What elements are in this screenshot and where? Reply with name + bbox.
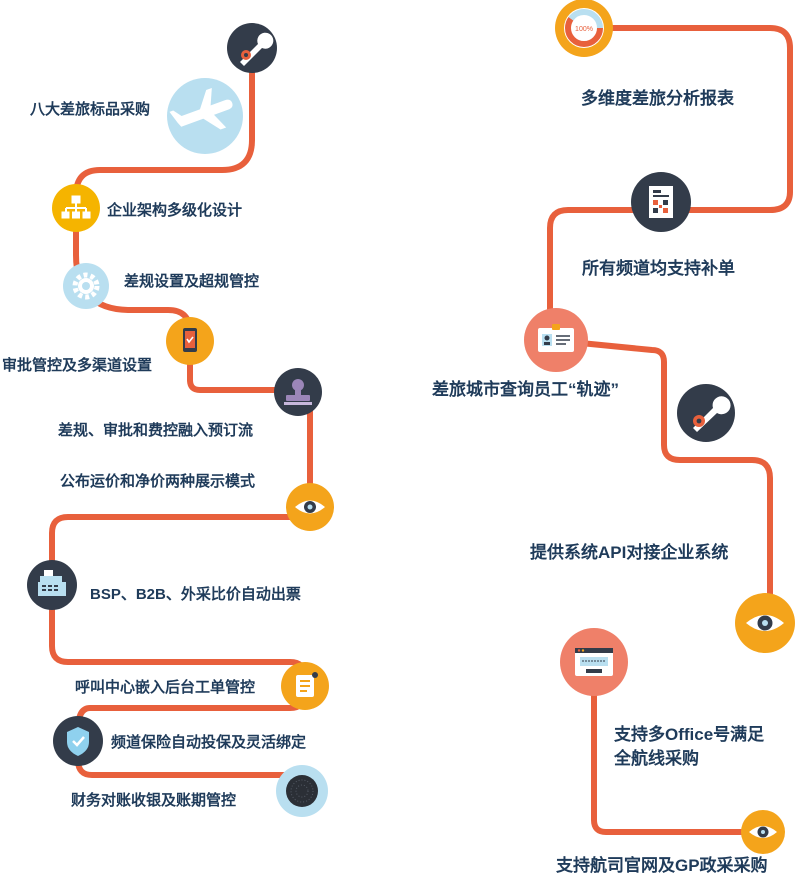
eye-icon xyxy=(746,615,784,631)
left-node-9 xyxy=(281,662,329,710)
left-node-5 xyxy=(166,317,214,365)
eye-icon xyxy=(749,826,777,838)
qr-document-icon xyxy=(649,186,673,218)
left-node-10 xyxy=(53,716,103,766)
label-supplement-orders: 所有频道均支持补单 xyxy=(582,259,735,278)
left-node-7 xyxy=(286,483,334,531)
gear-icon xyxy=(72,272,100,300)
left-node-8 xyxy=(27,560,77,610)
label-analytics-report: 多维度差旅分析报表 xyxy=(581,89,734,108)
label-api-integration: 提供系统API对接企业系统 xyxy=(530,543,729,562)
eye-icon xyxy=(295,500,325,514)
gauge-percent-text: 100% xyxy=(575,26,593,33)
airplane-icon xyxy=(169,87,233,130)
cash-register-icon xyxy=(38,570,66,596)
id-card-icon xyxy=(538,324,574,352)
browser-window-icon xyxy=(575,648,613,676)
left-route-path xyxy=(49,39,313,778)
label-policy-settings: 差规设置及超规管控 xyxy=(124,273,260,290)
wrench-gear-icon xyxy=(693,396,731,432)
label-booking-flow: 差规、审批和费控融入预订流 xyxy=(58,422,254,439)
label-employee-trace: 差旅城市查询员工“轨迹” xyxy=(432,380,619,399)
label-airline-gp-procurement: 支持航司官网及GP政采采购 xyxy=(556,856,768,875)
label-approval-control: 审批管控及多渠道设置 xyxy=(2,357,153,374)
phone-check-icon xyxy=(183,328,197,352)
right-node-7 xyxy=(741,810,785,854)
wrench-gear-icon xyxy=(240,32,274,66)
right-node-2 xyxy=(631,172,691,232)
left-node-6 xyxy=(274,368,322,416)
right-node-6 xyxy=(560,628,628,696)
right-node-1: 100% xyxy=(555,0,613,57)
donut-chart-icon: 100% xyxy=(564,8,604,48)
stamp-icon xyxy=(284,379,312,405)
left-node-3 xyxy=(52,184,100,232)
label-org-structure: 企业架构多级化设计 xyxy=(107,202,243,219)
document-icon xyxy=(296,672,318,697)
label-standard-procurement: 八大差旅标品采购 xyxy=(30,101,151,118)
left-node-1 xyxy=(227,23,277,73)
dark-disc-icon xyxy=(286,775,318,807)
left-node-11 xyxy=(276,765,328,817)
right-node-4 xyxy=(677,384,735,442)
label-office-multi-line2: 全航线采购 xyxy=(614,749,699,768)
label-finance: 财务对账收银及账期管控 xyxy=(71,792,237,809)
right-node-3 xyxy=(524,308,588,372)
shield-check-icon xyxy=(67,727,89,756)
org-chart-icon xyxy=(61,195,91,219)
label-call-center: 呼叫中心嵌入后台工单管控 xyxy=(75,679,256,696)
left-node-4 xyxy=(63,263,109,309)
left-node-2 xyxy=(167,78,243,154)
label-fare-display: 公布运价和净价两种展示模式 xyxy=(60,473,256,490)
right-route-path xyxy=(547,25,793,835)
label-office-multi-line1: 支持多Office号满足 xyxy=(614,725,765,744)
right-node-5 xyxy=(735,593,795,653)
label-insurance: 频道保险自动投保及灵活绑定 xyxy=(111,734,307,751)
label-auto-ticketing: BSP、B2B、外采比价自动出票 xyxy=(90,586,301,603)
